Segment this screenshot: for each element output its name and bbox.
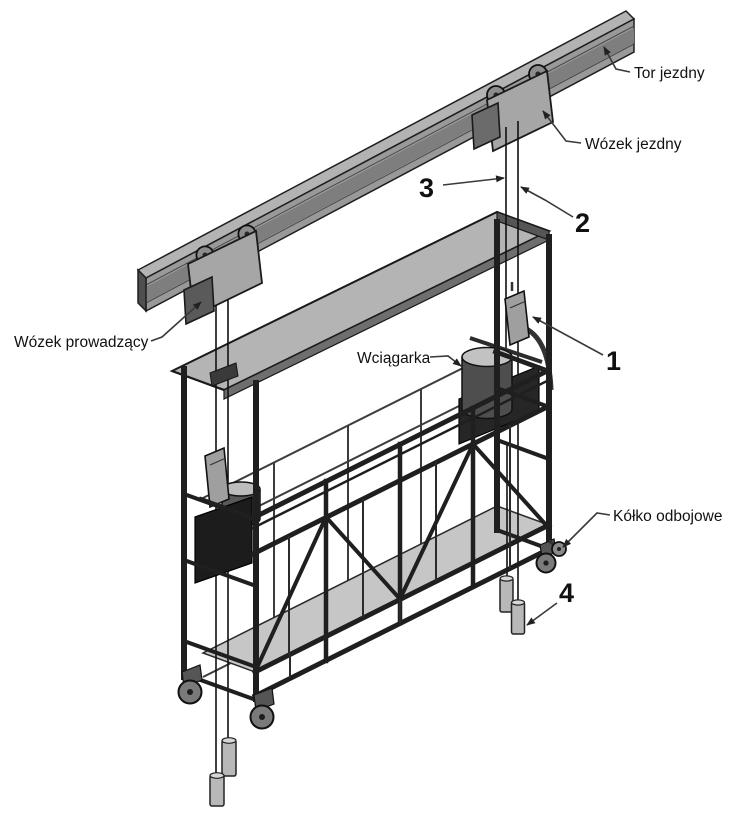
leader-wciagarka [429, 355, 462, 367]
callout-4: 4 [559, 578, 574, 608]
leader-wozek-prowadzacy [150, 301, 202, 342]
tension-weights [209, 575, 526, 807]
leader-3 [442, 175, 505, 186]
weight [221, 739, 237, 777]
basket-front-truss [198, 349, 553, 700]
label-wozek-prowadzacy: Wózek prowadzący [14, 334, 149, 351]
callout-3: 3 [419, 173, 434, 203]
trolley-hanger-box [183, 275, 215, 326]
canopy-rope-guide [209, 362, 239, 387]
callout-2: 2 [575, 208, 590, 238]
right-rope-lock [504, 289, 530, 347]
end-frames [181, 219, 552, 703]
weight [510, 601, 526, 635]
label-wozek-jezdny: Wózek jezdny [585, 136, 682, 153]
guide-trolley [183, 224, 263, 326]
leader-tor-jezdny [603, 46, 631, 73]
leader-wozek-jezdny [542, 110, 582, 144]
label-kolko-odbojowe: Kółko odbojowe [613, 508, 722, 525]
trolley-hanger-box [471, 101, 501, 151]
leader-lines [150, 46, 631, 626]
travel-trolley [471, 64, 554, 153]
left-motor-box [194, 496, 253, 584]
callout-1: 1 [606, 346, 621, 376]
casters [177, 538, 567, 730]
rail-end-face [137, 268, 147, 313]
leader-2 [520, 186, 574, 218]
left-hoist-assembly [194, 362, 261, 584]
left-rope-lock [204, 446, 230, 509]
leader-1 [532, 316, 604, 356]
labels: Tor jezdny Wózek jezdny Wózek prowadzący… [14, 65, 722, 608]
leader-4 [526, 602, 558, 626]
label-wciagarka: Wciągarka [357, 350, 431, 367]
label-tor-jezdny: Tor jezdny [634, 65, 705, 82]
canopy-roof [169, 210, 552, 400]
leader-kolko-odbojowe [562, 512, 611, 548]
weight [209, 774, 225, 807]
